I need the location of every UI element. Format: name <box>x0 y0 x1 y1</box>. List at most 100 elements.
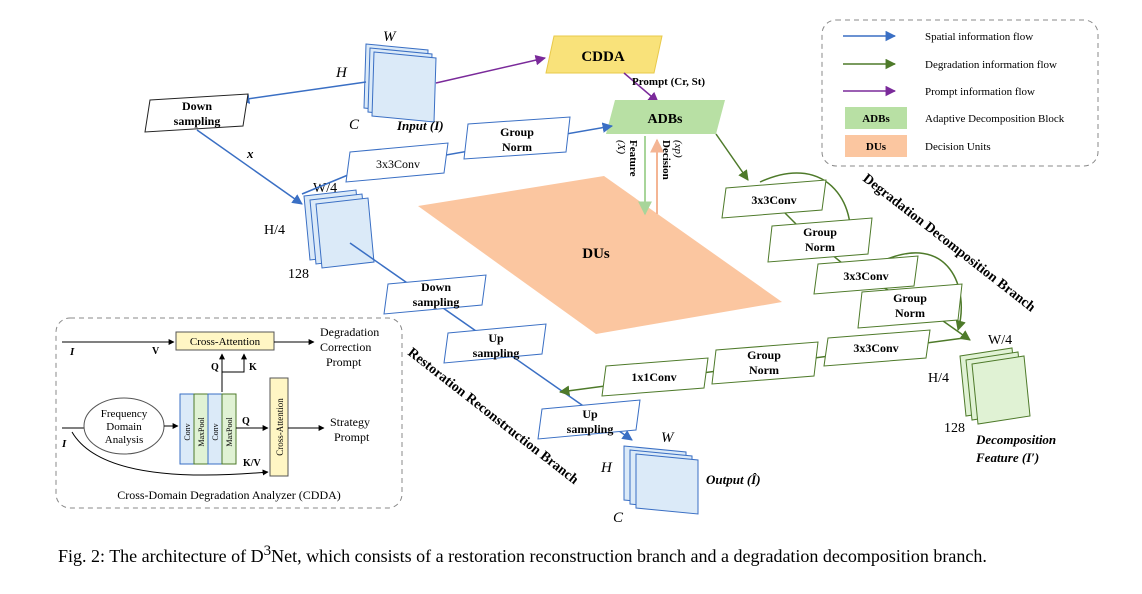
quarter-feature-stack <box>303 189 375 269</box>
conv-1-label: Conv <box>183 423 192 440</box>
group-norm-deg-2-line2: Norm <box>895 306 925 320</box>
decision-sub-label: (xp) <box>672 140 684 158</box>
down-sampling-2-block <box>383 274 487 315</box>
freq-line2: Domain <box>106 421 142 433</box>
cross-attention-vertical-block <box>269 377 289 477</box>
input-w-label: W <box>383 29 397 45</box>
cdda-panel: Cross-Domain Degradation Analyzer (CDDA)… <box>55 317 403 509</box>
strategy-line2: Prompt <box>334 430 370 444</box>
output-label: Output (Î) <box>706 472 761 487</box>
decomposition-feature-stack <box>959 347 1031 425</box>
legend-dus-box-label: DUs <box>866 141 887 153</box>
quarter-h-label: H/4 <box>264 223 285 238</box>
conv-3x3-deg-2-label: 3x3Conv <box>843 269 888 283</box>
cdda-v-label: V <box>152 346 160 357</box>
input-c-label: C <box>349 117 360 133</box>
conv-3x3-deg-1-label: 3x3Conv <box>751 193 796 207</box>
cdda-i-top: I <box>69 346 75 358</box>
cdda-q-top: Q <box>211 362 219 373</box>
conv-1x1-block <box>601 357 709 397</box>
freq-line1: Frequency <box>101 408 148 420</box>
legend-degradation-label: Degradation information flow <box>925 59 1057 71</box>
up-sampling-1-block <box>443 323 547 364</box>
conv-2-label: Conv <box>211 423 220 440</box>
up-sampling-1-line2: sampling <box>473 346 520 360</box>
downsampling-to-quarter-arrow <box>196 129 303 205</box>
legend-prompt-label: Prompt information flow <box>925 86 1035 98</box>
group-norm-top-block <box>463 116 571 160</box>
decomp-ch-label: 128 <box>944 421 965 436</box>
legend-dus-desc: Decision Units <box>925 141 991 153</box>
input-feature-stack <box>363 43 437 123</box>
down-sampling-2-line1: Down <box>421 280 451 294</box>
down-sampling-2-line2: sampling <box>413 295 460 309</box>
conv-1x1-label: 1x1Conv <box>631 370 676 384</box>
decomp-h-label: H/4 <box>928 371 949 386</box>
adbs-label: ADBs <box>647 112 683 127</box>
group-norm-bottom-line1: Group <box>747 348 781 362</box>
cdda-to-adbs-arrow <box>623 72 659 103</box>
prompt-label: Prompt (Cr, St) <box>632 76 705 88</box>
conv-3x3-bottom-label: 3x3Conv <box>853 341 898 355</box>
decomp-w-label: W/4 <box>988 333 1012 348</box>
cross-attention-vertical-label: Cross-Attention <box>275 398 285 456</box>
correction-line1: Degradation <box>320 325 379 339</box>
correction-line3: Prompt <box>326 355 362 369</box>
input-to-cdda-arrow <box>435 54 547 84</box>
correction-line2: Correction <box>320 340 371 354</box>
group-norm-top-line1: Group <box>500 125 534 139</box>
cdda-kv-label: K/V <box>243 458 262 469</box>
dus-block <box>418 176 782 334</box>
strategy-line1: Strategy <box>330 415 370 429</box>
conv-3x3-deg-1-block <box>721 179 827 219</box>
decision-label: Decision <box>660 140 672 180</box>
maxpool-2-label: MaxPool <box>225 417 234 447</box>
output-h-label: H <box>600 460 613 476</box>
group-norm-bottom-line2: Norm <box>749 363 779 377</box>
adbs-to-conv-arrow <box>715 133 749 181</box>
legend: Spatial information flow Degradation inf… <box>821 19 1099 167</box>
legend-spatial-label: Spatial information flow <box>925 31 1033 43</box>
legend-adbs-desc: Adaptive Decomposition Block <box>925 113 1065 125</box>
legend-adbs-swatch <box>845 107 907 129</box>
quarter-w-label: W/4 <box>313 181 337 196</box>
conv-3x3-top-block <box>345 142 449 183</box>
group-norm-deg-1-line2: Norm <box>805 240 835 254</box>
cross-attention-top-label: Cross-Attention <box>190 336 261 348</box>
input-to-downsampling-arrow <box>238 81 367 104</box>
cdda-block <box>545 35 663 74</box>
group-norm-deg-2-line1: Group <box>893 291 927 305</box>
group-norm-top-line2: Norm <box>502 140 532 154</box>
up-sampling-2-line1: Up <box>582 407 598 421</box>
freq-line3: Analysis <box>105 434 144 446</box>
group-norm-bottom-block <box>711 341 819 385</box>
cross-attention-top-block <box>175 331 275 351</box>
cdda-q-bottom: Q <box>242 416 250 427</box>
group-norm-deg-2-block <box>857 283 963 329</box>
caption-prefix: Fig. 2: The architecture of D <box>58 546 264 566</box>
adbs-block <box>606 100 725 134</box>
maxpool-1-label: MaxPool <box>197 417 206 447</box>
group-norm-deg-1-line1: Group <box>803 225 837 239</box>
legend-dus-swatch <box>845 135 907 157</box>
cdda-panel-title: Cross-Domain Degradation Analyzer (CDDA) <box>117 488 341 502</box>
down-sampling-1-block <box>144 93 249 133</box>
figure-caption: Fig. 2: The architecture of D3Net, which… <box>58 538 1094 569</box>
cdda-k-top: K <box>249 362 257 373</box>
output-c-label: C <box>613 510 624 526</box>
skip-2-arrow <box>879 252 966 332</box>
up-sampling-1-line1: Up <box>488 331 504 345</box>
input-label: Input (I) <box>396 118 444 133</box>
maxpool-2-block <box>221 393 237 465</box>
q-k-arrows <box>221 353 247 392</box>
down-sampling-1-line1: Down <box>182 99 212 113</box>
x-label: x <box>246 146 254 161</box>
conv-3x3-deg-2-block <box>813 255 919 295</box>
dus-label: DUs <box>582 246 610 262</box>
up-sampling-2-block <box>537 399 641 440</box>
down-sampling-1-line2: sampling <box>174 114 221 128</box>
conv-3x3-top-label: 3x3Conv <box>376 157 420 171</box>
output-feature-stack <box>623 445 699 515</box>
group-norm-deg-1-block <box>767 217 873 263</box>
